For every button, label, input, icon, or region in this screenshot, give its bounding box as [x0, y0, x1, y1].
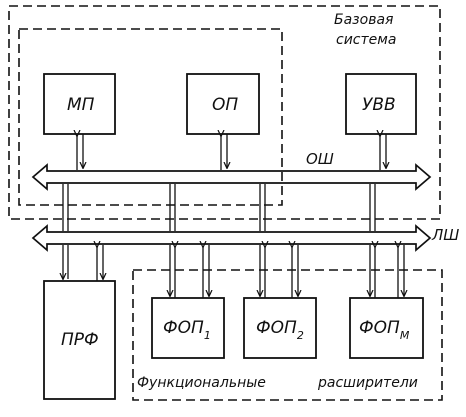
prf-block	[43, 280, 116, 400]
inner-boundary	[18, 28, 283, 206]
local-bus	[31, 224, 432, 252]
uvv-label: УВВ	[362, 95, 396, 115]
fop1-block	[151, 297, 225, 359]
fop2-block	[243, 297, 317, 359]
fop1-label: ФОП1	[163, 318, 211, 342]
main-bus-label: ОШ	[306, 150, 334, 168]
connectors-top	[77, 134, 386, 170]
connectors-bus	[62, 184, 376, 231]
fop2-label: ФОП2	[256, 318, 304, 342]
base-system-label-line2: система	[336, 32, 396, 48]
extenders-boundary	[132, 269, 443, 401]
local-bus-label: ЛШ	[431, 226, 459, 244]
extenders-label-part2: расширители	[317, 375, 418, 391]
prf-label: ПРФ	[61, 330, 99, 350]
fopm-block	[349, 297, 424, 359]
extenders-label-part1: Функциональные	[137, 375, 266, 391]
base-system-boundary	[8, 5, 441, 220]
connectors-bottom	[63, 245, 404, 298]
base-system-label-line1: Базовая	[334, 12, 393, 28]
mp-label: МП	[67, 95, 95, 115]
op-label: ОП	[212, 95, 238, 115]
main-bus	[31, 163, 432, 191]
fopm-label: ФОПМ	[359, 318, 410, 342]
